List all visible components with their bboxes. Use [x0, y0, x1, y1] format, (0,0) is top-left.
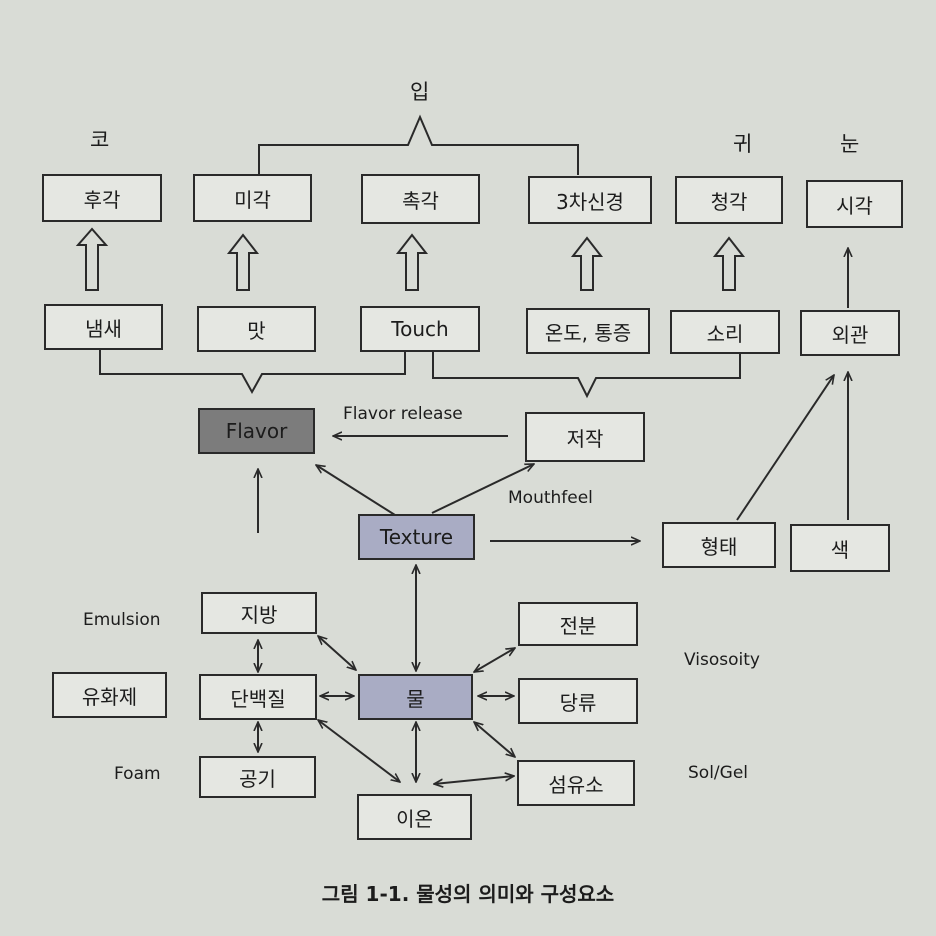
label-solgel: Sol/Gel	[688, 763, 748, 783]
box-water: 물	[358, 674, 473, 720]
arrow-ion-fiber	[434, 776, 514, 784]
box-flavor: Flavor	[198, 408, 315, 454]
box-sight: 시각	[806, 180, 903, 228]
box-temp-pain: 온도, 통증	[526, 308, 650, 354]
box-air: 공기	[199, 756, 316, 798]
box-protein: 단백질	[199, 674, 317, 720]
label-viscosity: Visosoity	[684, 650, 760, 670]
box-texture: Texture	[358, 514, 475, 560]
label-mouthfeel: Mouthfeel	[508, 488, 593, 508]
arrow-shape-appearance	[736, 375, 834, 521]
box-chewing: 저작	[525, 412, 645, 462]
label-mouth: 입	[410, 80, 430, 104]
box-taste-sense: 미각	[193, 174, 312, 222]
mouth-bracket	[258, 114, 579, 175]
label-emulsion: Emulsion	[83, 610, 161, 630]
arrow-texture-flavor	[316, 465, 396, 516]
box-ion: 이온	[357, 794, 472, 840]
box-hearing: 청각	[675, 176, 783, 224]
box-trigeminal: 3차신경	[528, 176, 652, 224]
box-sugar: 당류	[518, 678, 638, 724]
box-touch: Touch	[360, 306, 480, 352]
box-taste: 맛	[197, 306, 316, 352]
label-flavor-release: Flavor release	[343, 404, 463, 424]
box-color: 색	[790, 524, 890, 572]
arrow-water-starch	[474, 648, 515, 672]
hollow-arrows	[75, 227, 746, 291]
flavor-bracket	[99, 350, 406, 395]
box-fiber: 섬유소	[517, 760, 635, 806]
box-starch: 전분	[518, 602, 638, 646]
arrow-fat-water	[318, 636, 356, 670]
label-ear: 귀	[733, 132, 753, 156]
arrow-water-fiber	[474, 722, 515, 757]
box-emulsifier: 유화제	[52, 672, 167, 718]
arrow-texture-chewing	[431, 463, 534, 514]
box-shape: 형태	[662, 522, 776, 568]
box-smell: 후각	[42, 174, 162, 222]
label-eye: 눈	[840, 132, 860, 156]
label-foam: Foam	[114, 764, 161, 784]
box-sound: 소리	[670, 310, 780, 354]
label-nose: 코	[90, 128, 110, 152]
box-touch-sense: 촉각	[361, 174, 480, 224]
chewing-bracket	[432, 350, 741, 399]
arrow-protein-ion	[318, 720, 400, 782]
box-fat: 지방	[201, 592, 317, 634]
figure-caption: 그림 1-1. 물성의 의미와 구성요소	[321, 882, 615, 906]
box-appearance: 외관	[800, 310, 900, 356]
box-odor: 냄새	[44, 304, 163, 350]
